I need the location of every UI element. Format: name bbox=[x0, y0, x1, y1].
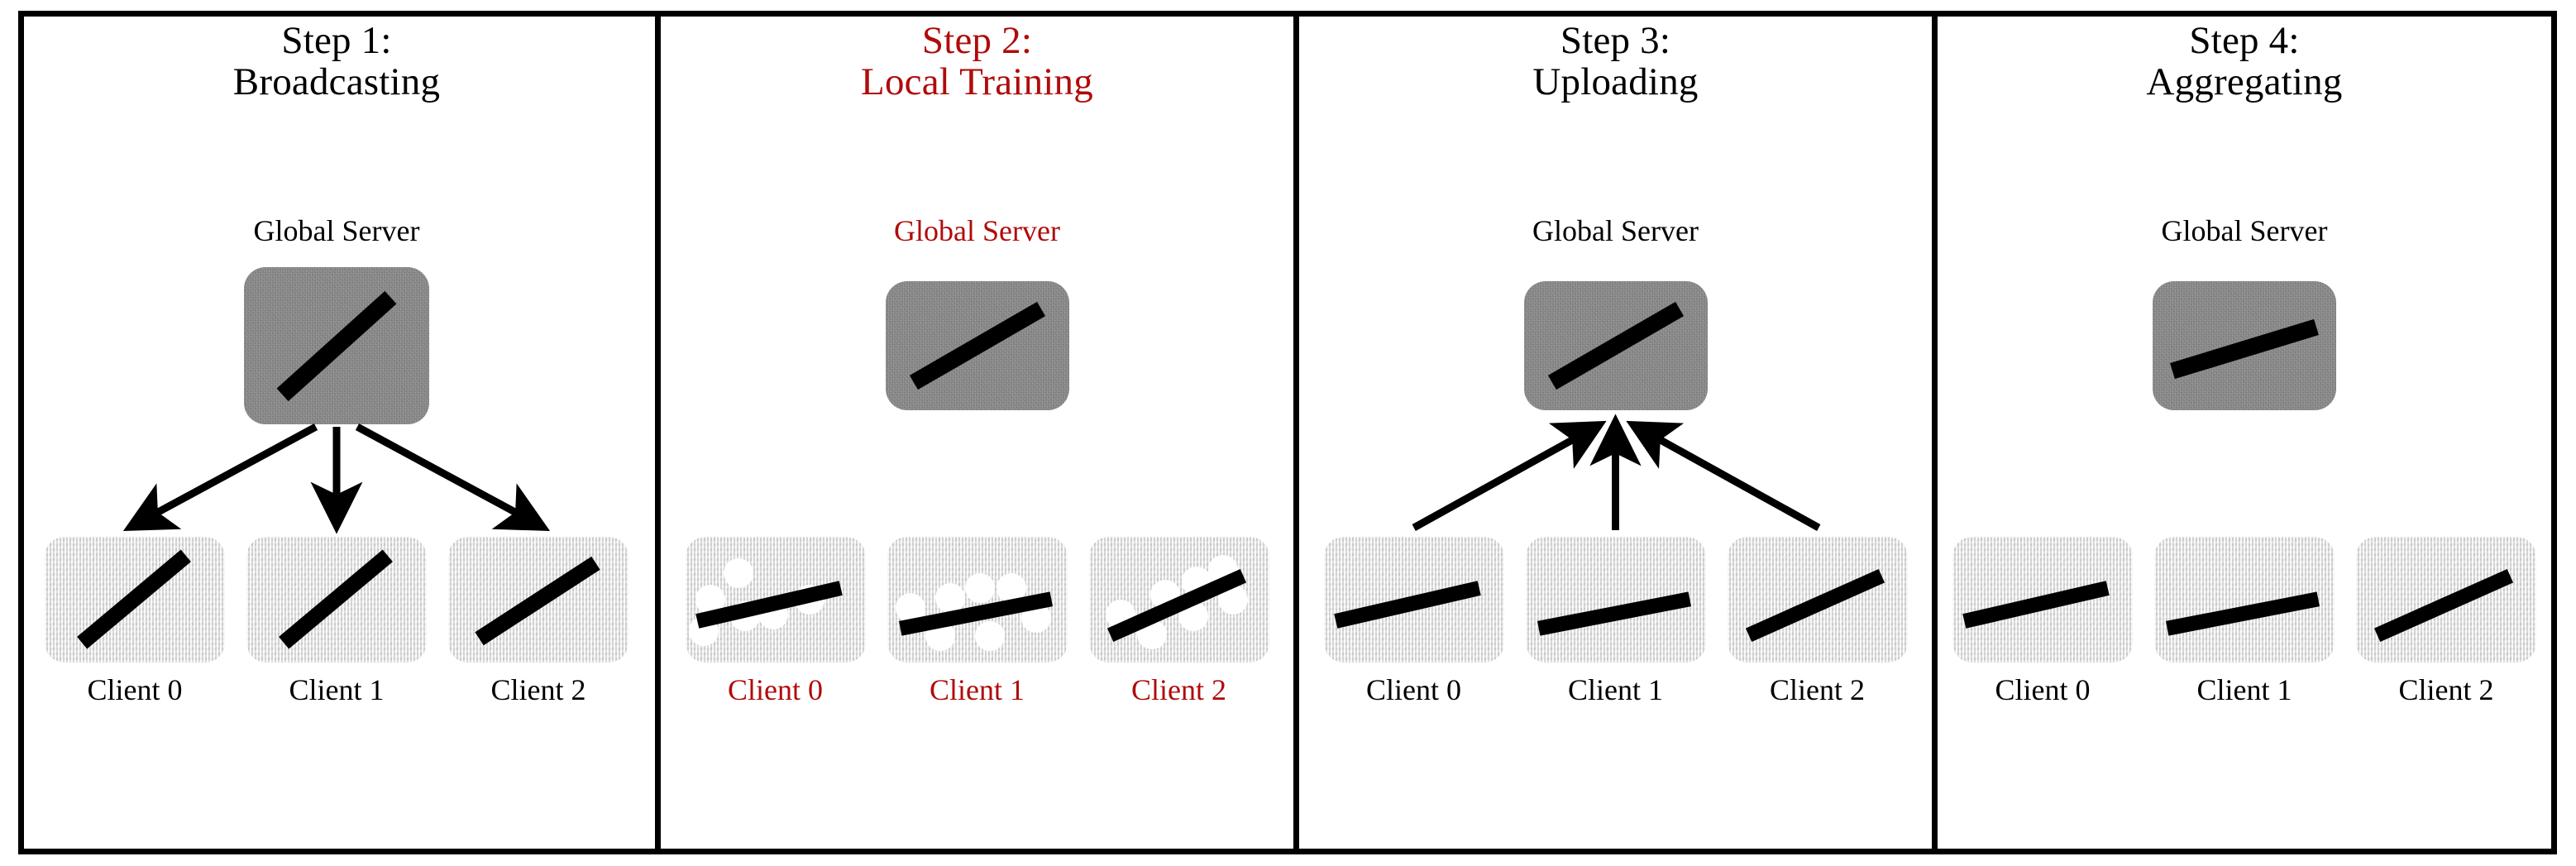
global-server-box bbox=[885, 281, 1069, 410]
client-2-model-line bbox=[1745, 568, 1885, 643]
client-1-label: Client 1 bbox=[2196, 673, 2292, 706]
data-point bbox=[723, 558, 753, 588]
client-2: Client 2 bbox=[1727, 537, 1908, 707]
global-server-box bbox=[1523, 281, 1708, 410]
panel-title-line1: Step 3: bbox=[1560, 19, 1671, 62]
arrow-server-to-client-0 bbox=[122, 423, 318, 531]
panel-title-line2: Uploading bbox=[1532, 60, 1699, 103]
arrow-client-0-to-server bbox=[1412, 420, 1607, 531]
panel-step-3: Step 3: Uploading Global Server bbox=[1293, 11, 1932, 854]
panel-title-step-1: Step 1: Broadcasting bbox=[18, 19, 655, 103]
client-1-model-line bbox=[1537, 591, 1691, 636]
client-1-label: Client 1 bbox=[1568, 673, 1663, 706]
client-0-box bbox=[1952, 537, 2133, 663]
client-2-label: Client 2 bbox=[1770, 673, 1865, 706]
client-2-label: Client 2 bbox=[490, 673, 586, 706]
panel-title-step-3: Step 3: Uploading bbox=[1299, 19, 1932, 103]
client-1-label: Client 1 bbox=[289, 673, 385, 706]
client-0-model-line bbox=[1962, 581, 2110, 629]
client-row: Client 0 Client 1 Client 2 bbox=[1299, 537, 1932, 707]
global-server-box bbox=[244, 267, 429, 424]
client-2-box bbox=[448, 537, 628, 663]
broadcast-arrows bbox=[122, 423, 551, 534]
client-0: Client 0 bbox=[45, 537, 225, 707]
client-0-box bbox=[45, 537, 225, 663]
client-0-model-line bbox=[1333, 581, 1481, 629]
global-server-box bbox=[2153, 281, 2336, 410]
data-point bbox=[934, 583, 965, 613]
client-row: Client 0 Client 1 bbox=[661, 537, 1293, 707]
panel-title-line2: Aggregating bbox=[2146, 60, 2343, 103]
data-point bbox=[974, 621, 1005, 651]
client-0-label: Client 0 bbox=[87, 673, 183, 706]
server-model-line bbox=[2170, 318, 2319, 380]
client-0: Client 0 bbox=[1323, 537, 1504, 707]
data-point bbox=[964, 573, 995, 603]
panel-step-4: Step 4: Aggregating Global Server Client… bbox=[1932, 11, 2551, 854]
client-0-label: Client 0 bbox=[1366, 673, 1461, 706]
panel-title-line2: Broadcasting bbox=[232, 60, 441, 103]
client-2: Client 2 bbox=[2356, 537, 2536, 707]
client-1-box bbox=[2154, 537, 2335, 663]
server-label: Global Server bbox=[2161, 214, 2328, 247]
client-2-box bbox=[1727, 537, 1908, 663]
server-model-line bbox=[909, 301, 1045, 390]
client-2: Client 2 bbox=[448, 537, 628, 707]
client-1-label: Client 1 bbox=[930, 673, 1025, 706]
client-1: Client 1 bbox=[2154, 537, 2335, 707]
panel-step-1: Step 1: Broadcasting Global Server bbox=[18, 11, 655, 854]
arrow-server-to-client-2 bbox=[355, 423, 551, 531]
arrow-client-2-to-server bbox=[1626, 420, 1821, 531]
panel-title-line2: Local Training bbox=[861, 60, 1093, 103]
client-row: Client 0 Client 1 Client 2 bbox=[1938, 537, 2551, 707]
client-0-box bbox=[1323, 537, 1504, 663]
client-1: Client 1 bbox=[246, 537, 427, 707]
panel-title-line1: Step 2: bbox=[921, 19, 1033, 62]
panel-row: Step 1: Broadcasting Global Server bbox=[18, 11, 2557, 854]
server-label: Global Server bbox=[253, 214, 420, 247]
panel-title-line1: Step 4: bbox=[2189, 19, 2300, 62]
client-2-model-line bbox=[475, 556, 600, 646]
server-model-line bbox=[1547, 301, 1684, 390]
client-0-label: Client 0 bbox=[728, 673, 823, 706]
client-0: Client 0 bbox=[685, 537, 866, 707]
panel-title-step-4: Step 4: Aggregating bbox=[1938, 19, 2551, 103]
client-1: Client 1 bbox=[887, 537, 1068, 707]
client-0-label: Client 0 bbox=[1995, 673, 2091, 706]
client-2-box bbox=[2356, 537, 2536, 663]
client-2-model-line bbox=[2373, 568, 2514, 643]
panel-step-2: Step 2: Local Training Global Server bbox=[655, 11, 1293, 854]
client-0: Client 0 bbox=[1952, 537, 2133, 707]
client-2: Client 2 bbox=[1088, 537, 1269, 707]
client-1-box bbox=[1525, 537, 1706, 663]
client-1-box bbox=[246, 537, 427, 663]
upload-arrows bbox=[1412, 414, 1821, 531]
client-2-box bbox=[1088, 537, 1269, 663]
client-0-box bbox=[685, 537, 866, 663]
client-1: Client 1 bbox=[1525, 537, 1706, 707]
server-label: Global Server bbox=[894, 214, 1060, 247]
client-1-model-line bbox=[279, 549, 393, 649]
server-label: Global Server bbox=[1532, 214, 1699, 247]
client-2-label: Client 2 bbox=[2398, 673, 2494, 706]
panel-title-line1: Step 1: bbox=[281, 19, 392, 62]
client-0-model-line bbox=[77, 549, 191, 649]
client-1-box bbox=[887, 537, 1068, 663]
client-row: Client 0 Client 1 Client 2 bbox=[18, 537, 655, 707]
server-model-line bbox=[276, 290, 397, 402]
client-1-model-line bbox=[2165, 591, 2320, 636]
panel-title-step-2: Step 2: Local Training bbox=[661, 19, 1293, 103]
client-2-label: Client 2 bbox=[1131, 673, 1226, 706]
